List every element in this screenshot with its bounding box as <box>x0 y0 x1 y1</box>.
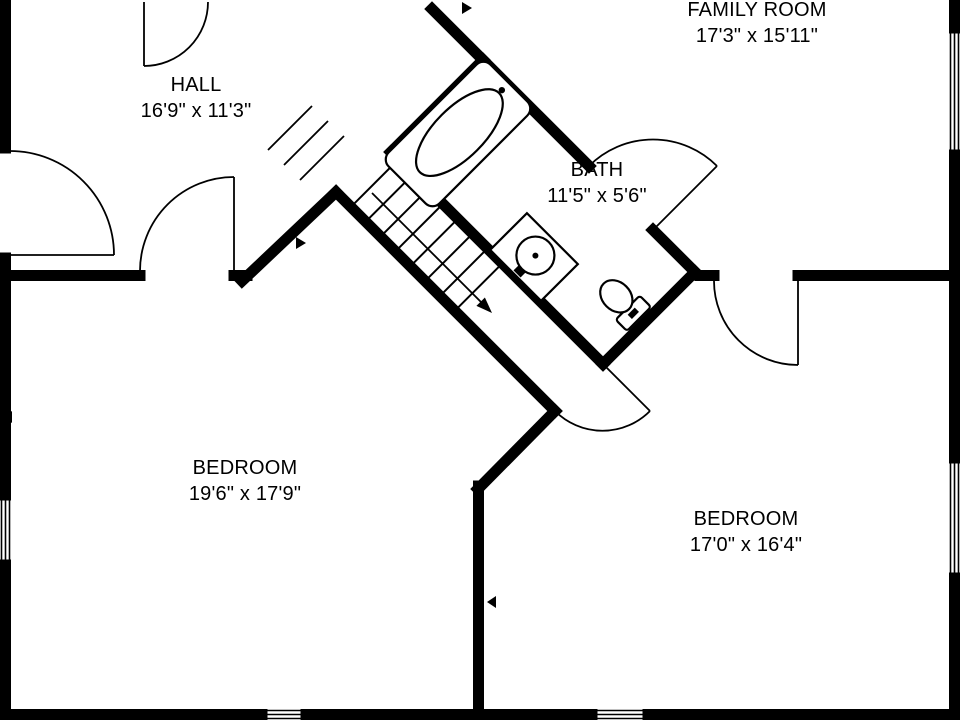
toilet-flush-button <box>627 307 639 319</box>
wall-bath-end <box>595 264 703 372</box>
tub-faucet <box>498 86 506 94</box>
window-bottom-left-bedroom <box>261 709 307 720</box>
window-right-family-room <box>949 27 960 156</box>
windows <box>0 27 960 720</box>
toilet <box>599 279 651 331</box>
marker-triangle-top <box>462 2 472 14</box>
room-dimensions-family-room: 17'3" x 15'11" <box>695 25 819 47</box>
room-dimensions-bedroom-left: 19'6" x 17'9" <box>188 483 302 505</box>
marker-triangle-divider <box>487 596 496 608</box>
staircase <box>267 105 503 313</box>
marker-triangle-left-wall <box>3 411 12 423</box>
door-hall-top <box>143 1 209 67</box>
room-name-hall: HALL <box>170 74 222 96</box>
sink-tap <box>513 265 526 278</box>
room-label-bedroom-left: BEDROOM 19'6" x 17'9" <box>189 455 301 507</box>
wall-stair-southwest <box>328 184 563 419</box>
room-name-family-room: FAMILY ROOM <box>687 0 827 21</box>
stair-direction-arrow <box>371 192 492 313</box>
door-landing-to-bedroom <box>554 363 651 432</box>
door-family-to-bedroom <box>713 280 799 366</box>
sink <box>488 211 580 303</box>
door-hall-left <box>9 150 115 256</box>
stair-upper-break-lines <box>267 105 345 181</box>
wall-landing-jog <box>470 403 563 497</box>
room-label-hall: HALL 16'9" x 11'3" <box>141 72 252 124</box>
door-bath <box>588 138 718 231</box>
room-name-bedroom-right: BEDROOM <box>693 508 799 530</box>
doors <box>9 1 799 432</box>
room-dimensions-bedroom-right: 17'0" x 16'4" <box>689 534 803 556</box>
room-name-bath: BATH <box>570 159 624 181</box>
wall-bath-northeast-2 <box>645 222 703 280</box>
wall-hall-diagonal <box>234 184 344 289</box>
room-label-family-room: FAMILY ROOM 17'3" x 15'11" <box>687 0 826 49</box>
room-label-bedroom-right: BEDROOM 17'0" x 16'4" <box>690 506 802 558</box>
room-dimensions-hall: 16'9" x 11'3" <box>140 100 252 122</box>
bathtub <box>384 60 532 208</box>
window-left-bedroom <box>0 494 11 566</box>
room-name-bedroom-left: BEDROOM <box>192 457 298 479</box>
room-dimensions-bath: 11'5" x 5'6" <box>547 185 647 207</box>
sink-drain <box>532 252 539 259</box>
room-label-bath: BATH 11'5" x 5'6" <box>547 157 646 209</box>
direction-markers <box>3 2 496 608</box>
wall-top-extension <box>424 1 491 68</box>
marker-triangle-hall-diagonal <box>296 237 306 249</box>
window-right-bedroom <box>949 457 960 579</box>
window-bottom-right-bedroom <box>591 709 649 720</box>
door-hall-to-bedroom <box>139 176 235 272</box>
